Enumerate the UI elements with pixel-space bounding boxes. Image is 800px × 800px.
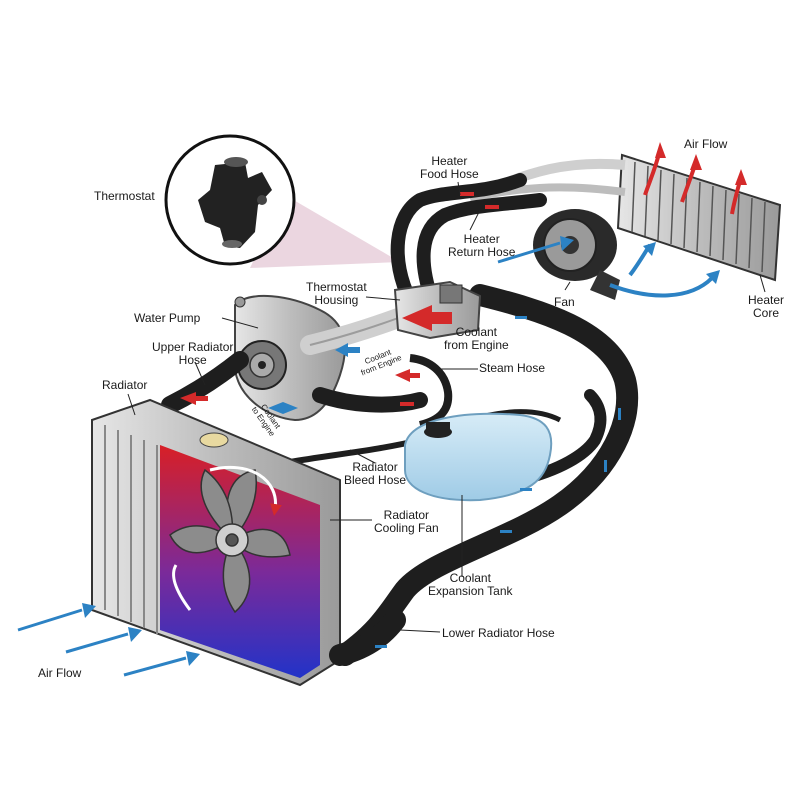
main-hose-right <box>334 284 639 666</box>
label-coolant-expansion-tank-line2: Expansion Tank <box>428 584 513 598</box>
heater-return-hose <box>416 193 547 307</box>
label-thermostat-housing: Thermostat Housing <box>306 281 367 307</box>
label-heater-food-hose: Heater Food Hose <box>420 155 479 181</box>
label-heater-return-hose: Heater Return Hose <box>448 233 515 259</box>
label-lower-radiator-hose: Lower Radiator Hose <box>442 626 555 640</box>
label-air-flow-top: Air Flow <box>684 137 728 151</box>
thermostat-callout <box>164 134 296 266</box>
label-heater-core-line1: Heater <box>748 293 785 307</box>
tank-hose <box>514 389 607 486</box>
upper-radiator-hose <box>161 351 249 414</box>
label-upper-radiator-hose: Upper Radiator Hose <box>152 341 233 367</box>
label-water-pump: Water Pump <box>134 311 201 325</box>
leader-lines <box>127 181 766 633</box>
label-upper-radiator-hose-line2: Hose <box>178 353 207 367</box>
coolant-flow-hot <box>180 142 747 406</box>
label-heater-food-hose-line2: Food Hose <box>420 167 479 181</box>
label-fan: Fan <box>554 295 575 309</box>
label-thermostat-housing-line1: Thermostat <box>306 280 367 294</box>
label-heater-core-line2: Core <box>753 306 780 320</box>
steam-hose <box>409 354 453 429</box>
coolant-flow-cool <box>17 236 720 677</box>
label-radiator: Radiator <box>102 378 148 392</box>
label-coolant-from-engine: Coolant from Engine <box>444 326 509 352</box>
coolant-expansion-tank <box>404 412 553 502</box>
label-radiator-bleed-hose-line2: Bleed Hose <box>344 473 407 487</box>
lower-radiator-hose <box>329 609 406 666</box>
label-heater-core: Heater Core <box>748 294 784 320</box>
label-coolant-expansion-tank: Coolant Expansion Tank <box>428 572 513 598</box>
label-coolant-from-engine-line2: from Engine <box>444 338 509 352</box>
label-thermostat-housing-line2: Housing <box>314 293 359 307</box>
heater-food-hose <box>390 173 527 307</box>
label-heater-return-hose-line1: Heater <box>463 232 500 246</box>
label-upper-radiator-hose-line1: Upper Radiator <box>152 340 234 354</box>
label-radiator-bleed-hose: Radiator Bleed Hose <box>344 461 406 487</box>
heater-core-illustration <box>616 153 782 282</box>
label-radiator-cooling-fan: Radiator Cooling Fan <box>374 509 439 535</box>
label-radiator-cooling-fan-line2: Cooling Fan <box>374 521 439 535</box>
label-coolant-expansion-tank-line1: Coolant <box>449 571 491 585</box>
label-heater-return-hose-line2: Return Hose <box>448 245 516 259</box>
radiator-cooling-fan <box>169 468 291 614</box>
label-heater-food-hose-line1: Heater <box>431 154 468 168</box>
label-radiator-bleed-hose-line1: Radiator <box>352 460 398 474</box>
label-coolant-from-engine-line1: Coolant <box>455 325 498 339</box>
label-air-flow-bottom: Air Flow <box>38 666 82 680</box>
label-steam-hose: Steam Hose <box>479 361 546 375</box>
label-radiator-cooling-fan-line1: Radiator <box>383 508 430 522</box>
radiator-bleed-hose <box>289 437 421 465</box>
label-thermostat: Thermostat <box>94 189 155 203</box>
blower-fan <box>533 209 620 300</box>
